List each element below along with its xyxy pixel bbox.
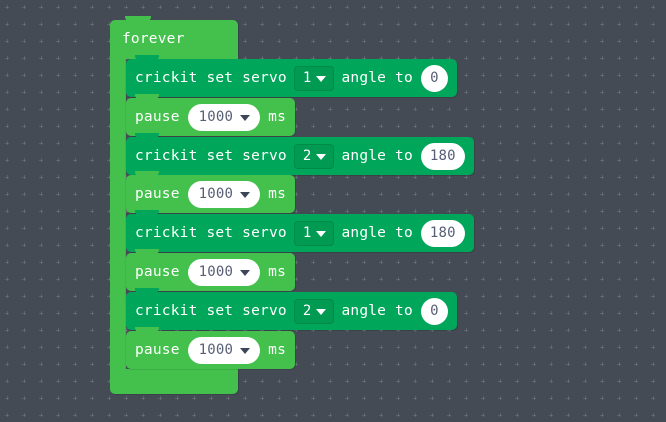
- servo-select-dropdown[interactable]: 2: [293, 298, 335, 324]
- crickit-servo-prefix-label: crickit set servo: [135, 70, 287, 86]
- servo-angle-field[interactable]: 0: [420, 64, 448, 92]
- crickit-servo-prefix-label: crickit set servo: [135, 148, 287, 164]
- servo-select-dropdown[interactable]: 1: [293, 65, 335, 91]
- block-top-notch: [135, 94, 159, 99]
- crickit-angle-label: angle to: [341, 148, 413, 164]
- pause-duration-value: 1000: [198, 342, 234, 358]
- block-top-notch: [135, 55, 159, 60]
- pause-unit-label: ms: [268, 342, 287, 358]
- servo-select-value: 1: [302, 225, 312, 241]
- servo-angle-field[interactable]: 0: [420, 297, 448, 325]
- block-bottom-notch: [141, 369, 169, 374]
- pause-unit-label: ms: [268, 264, 287, 280]
- pause-block[interactable]: pause 1000 ms: [126, 327, 296, 369]
- pause-unit-label: ms: [268, 186, 287, 202]
- chevron-down-icon: [316, 308, 327, 315]
- crickit-angle-label: angle to: [341, 225, 413, 241]
- chevron-down-icon: [240, 347, 251, 354]
- block-top-notch: [135, 171, 159, 176]
- chevron-down-icon: [240, 114, 251, 121]
- servo-select-value: 2: [302, 303, 312, 319]
- pause-label: pause: [135, 264, 180, 280]
- crickit-set-servo-block[interactable]: crickit set servo 2 angle to 0: [126, 288, 457, 330]
- pause-duration-field[interactable]: 1000: [187, 180, 261, 208]
- chevron-down-icon: [316, 153, 327, 160]
- servo-select-dropdown[interactable]: 1: [293, 220, 335, 246]
- pause-label: pause: [135, 342, 180, 358]
- block-top-notch: [125, 16, 151, 21]
- pause-duration-value: 1000: [198, 109, 234, 125]
- crickit-servo-prefix-label: crickit set servo: [135, 225, 287, 241]
- crickit-angle-label: angle to: [341, 303, 413, 319]
- pause-duration-value: 1000: [198, 264, 234, 280]
- pause-block[interactable]: pause 1000 ms: [126, 249, 296, 291]
- servo-select-dropdown[interactable]: 2: [293, 143, 335, 169]
- crickit-set-servo-block[interactable]: crickit set servo 1 angle to 180: [126, 210, 474, 252]
- block-top-notch: [135, 249, 159, 254]
- forever-block-header[interactable]: forever: [110, 16, 238, 59]
- forever-block-spine: [110, 59, 126, 377]
- servo-angle-field[interactable]: 180: [420, 142, 465, 170]
- pause-label: pause: [135, 186, 180, 202]
- crickit-angle-label: angle to: [341, 70, 413, 86]
- block-top-notch: [135, 327, 159, 332]
- chevron-down-icon: [316, 75, 327, 82]
- pause-block[interactable]: pause 1000 ms: [126, 171, 296, 213]
- pause-duration-value: 1000: [198, 186, 234, 202]
- pause-duration-field[interactable]: 1000: [187, 336, 261, 364]
- pause-block[interactable]: pause 1000 ms: [126, 94, 296, 136]
- crickit-set-servo-block[interactable]: crickit set servo 2 angle to 180: [126, 133, 474, 175]
- pause-unit-label: ms: [268, 109, 287, 125]
- block-top-notch: [135, 210, 159, 215]
- crickit-set-servo-block[interactable]: crickit set servo 1 angle to 0: [126, 55, 457, 97]
- chevron-down-icon: [316, 230, 327, 237]
- chevron-down-icon: [240, 269, 251, 276]
- block-top-notch: [135, 133, 159, 138]
- forever-label: forever: [122, 31, 185, 47]
- block-top-notch: [135, 288, 159, 293]
- servo-select-value: 2: [302, 148, 312, 164]
- forever-block[interactable]: forever: [110, 16, 238, 394]
- pause-label: pause: [135, 109, 180, 125]
- crickit-servo-prefix-label: crickit set servo: [135, 303, 287, 319]
- servo-select-value: 1: [302, 70, 312, 86]
- pause-duration-field[interactable]: 1000: [187, 258, 261, 286]
- chevron-down-icon: [240, 191, 251, 198]
- servo-angle-field[interactable]: 180: [420, 219, 465, 247]
- forever-block-footer[interactable]: [110, 369, 238, 394]
- pause-duration-field[interactable]: 1000: [187, 103, 261, 131]
